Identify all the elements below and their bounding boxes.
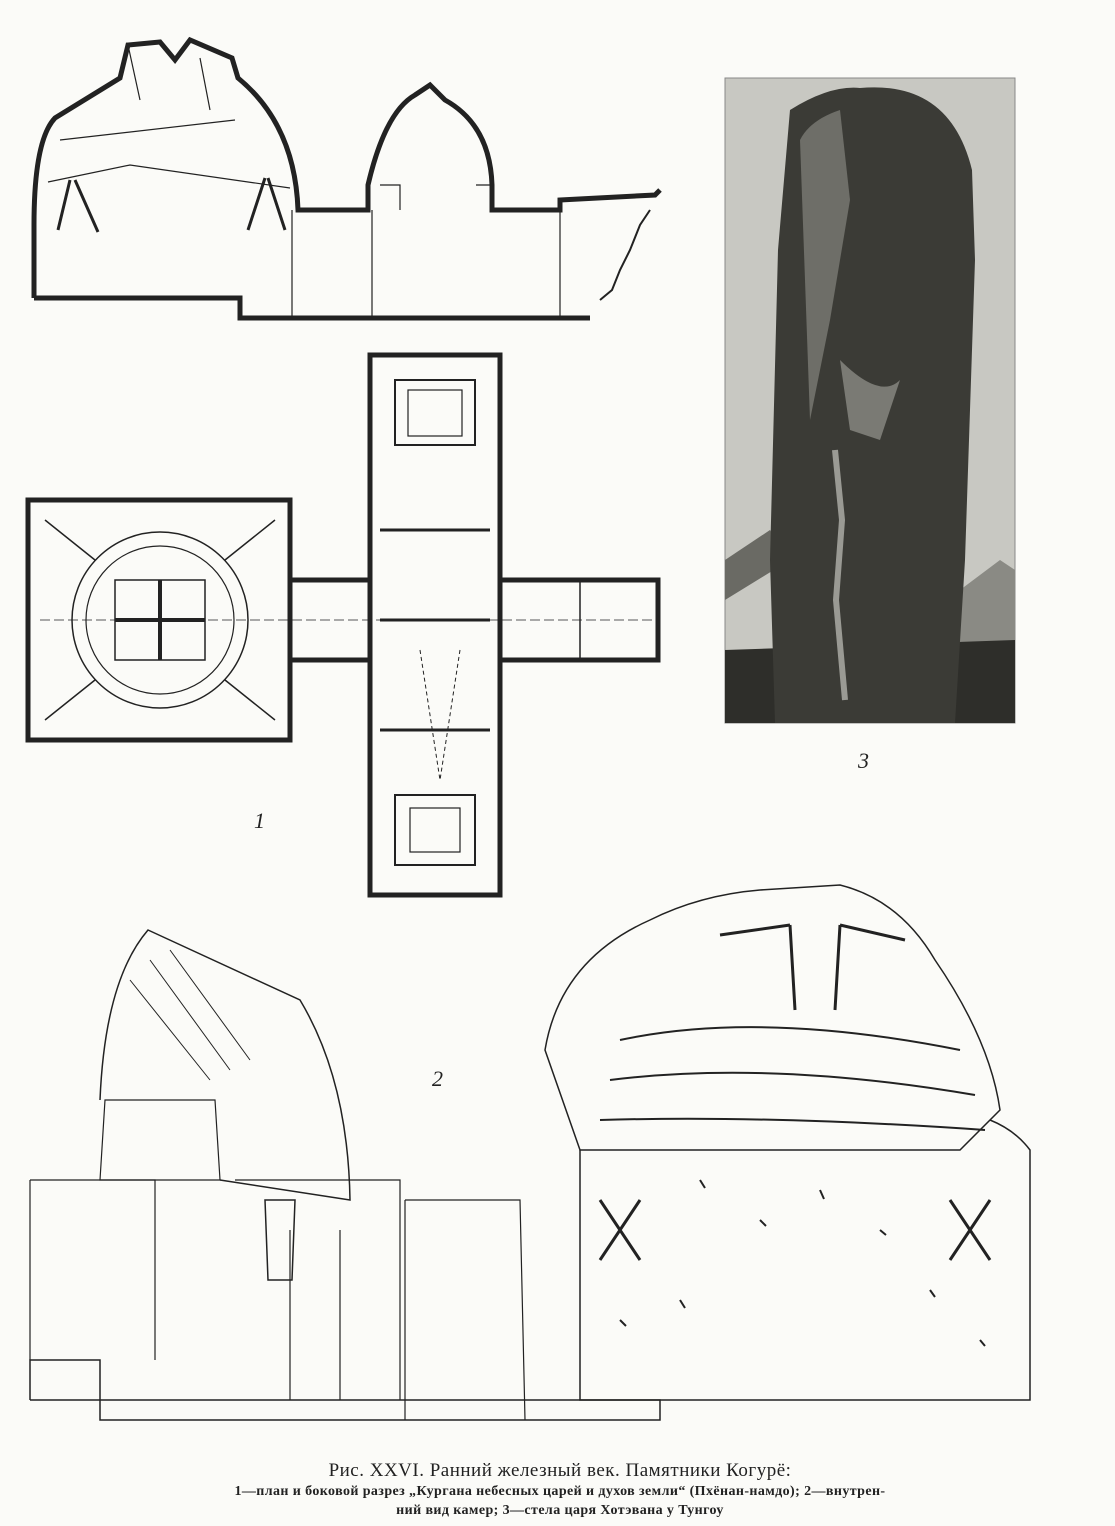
caption-line-1: 1—план и боковой разрез „Кургана небесны… — [234, 1484, 886, 1499]
caption-line-2: ний вид камер; 3—стела царя Хотэвана у Т… — [396, 1503, 724, 1518]
plan-drawing — [25, 352, 661, 898]
figure-caption: Рис. XXVI. Ранний железный век. Памятник… — [150, 1460, 970, 1520]
figure-label-2: 2 — [432, 1066, 443, 1091]
figure-label-1: 1 — [254, 808, 265, 833]
caption-title: Рис. XXVI. Ранний железный век. Памятник… — [328, 1460, 792, 1481]
figure-label-3: 3 — [858, 748, 869, 773]
interior-view-drawing — [29, 884, 1031, 1421]
side-section-drawing — [31, 36, 662, 321]
stele-photo — [724, 77, 1016, 724]
